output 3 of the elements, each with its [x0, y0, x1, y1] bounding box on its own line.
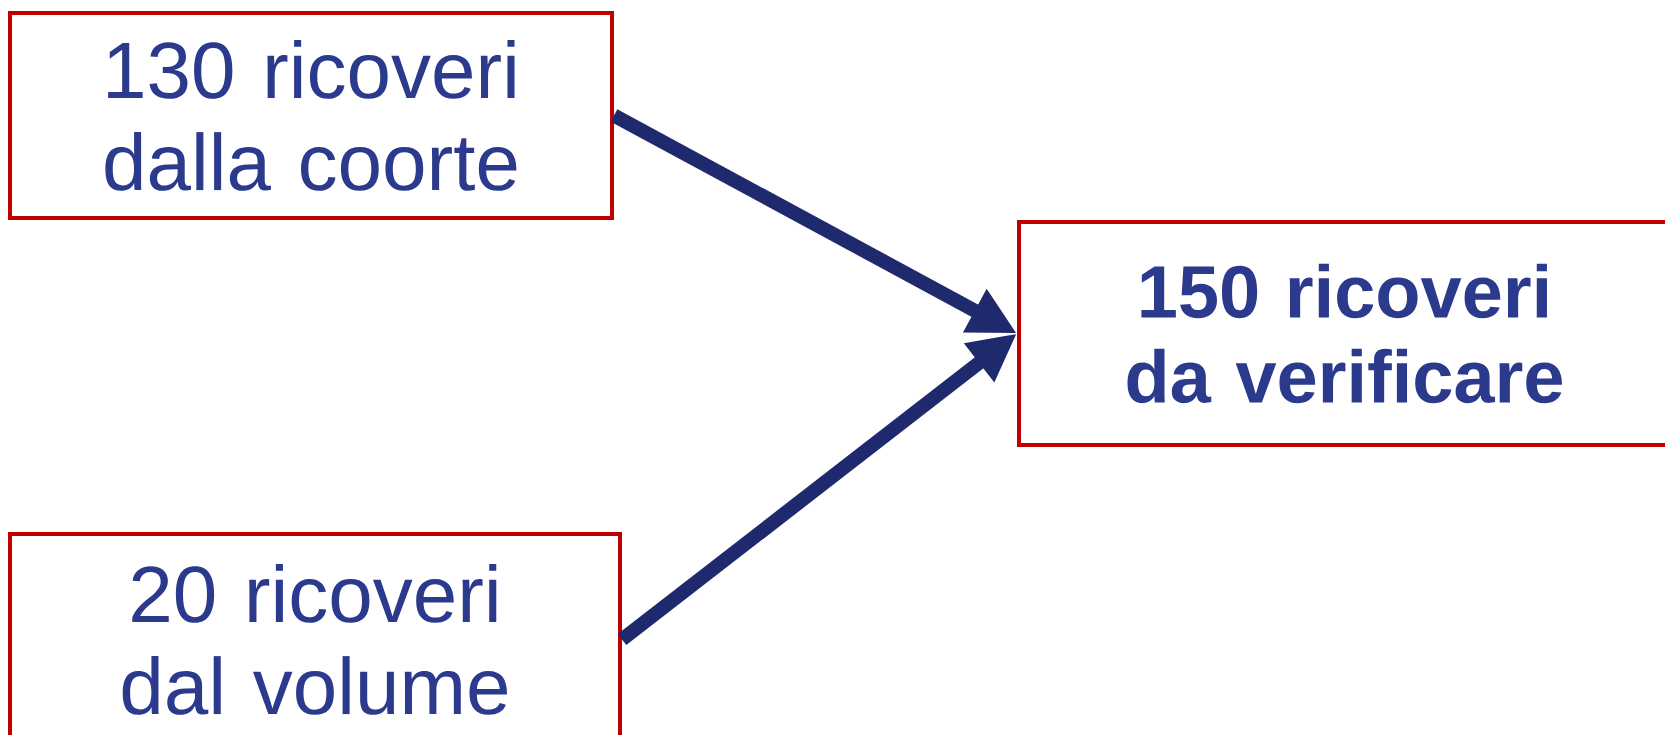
process-box: 20 ricoveri dal volume: [8, 532, 622, 735]
process-box: 130 ricoveri dalla coorte: [8, 11, 614, 220]
process-box: 150 ricoveri da verificare: [1017, 220, 1665, 447]
